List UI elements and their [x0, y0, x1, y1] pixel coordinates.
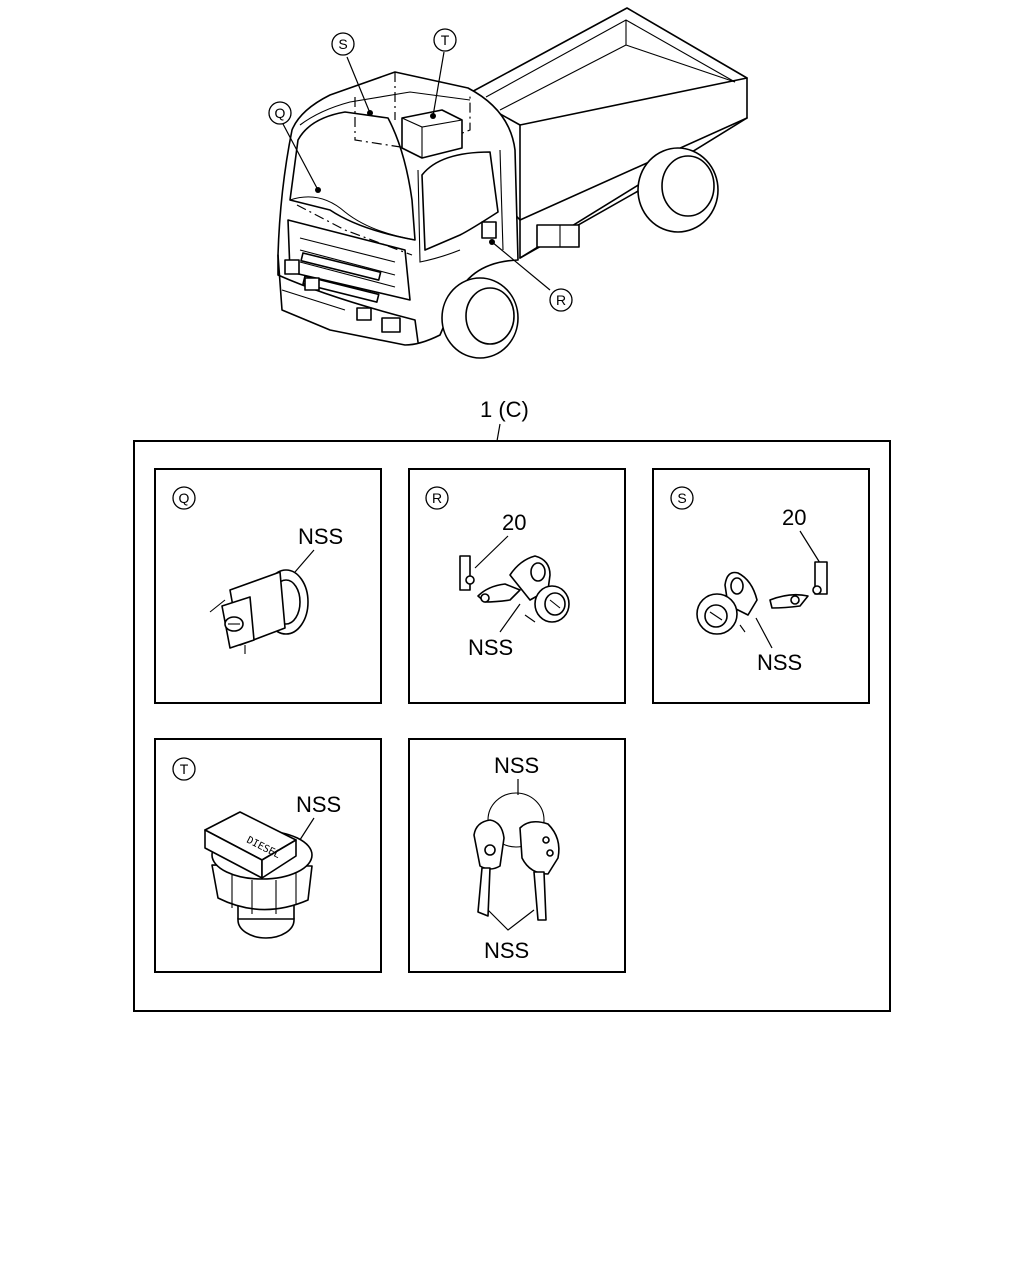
callout-r: R: [549, 288, 573, 312]
panel-q-nss-label: NSS: [298, 524, 343, 549]
svg-text:S: S: [677, 490, 686, 506]
panel-keys-ring-label: NSS: [494, 753, 539, 778]
panel-r: R 20 NSS: [408, 468, 626, 704]
callout-t: T: [433, 28, 457, 52]
svg-text:R: R: [432, 490, 442, 506]
svg-text:Q: Q: [179, 490, 190, 506]
truck-illustration: [277, 7, 748, 359]
panel-keys: NSS NSS: [408, 738, 626, 973]
fuel-cap-icon: DIESEL: [204, 811, 313, 939]
panel-r-nss-label: NSS: [468, 635, 513, 660]
panel-r-part-number: 20: [502, 510, 526, 535]
panel-s-part-number: 20: [782, 505, 806, 530]
callout-s: S: [331, 32, 355, 56]
ignition-switch-icon: [209, 569, 309, 654]
panel-t-nss-label: NSS: [296, 792, 341, 817]
assembly-box: [133, 440, 891, 1012]
svg-text:S: S: [338, 36, 347, 52]
panel-keys-nss-label: NSS: [484, 938, 529, 963]
svg-text:Q: Q: [275, 105, 286, 121]
assembly-label: 1 (C): [480, 397, 529, 422]
panel-s-nss-label: NSS: [757, 650, 802, 675]
panel-q: Q NSS: [154, 468, 382, 704]
door-lock-cylinder-icon: [459, 555, 570, 623]
panel-t: T NSS DIESEL: [154, 738, 382, 973]
key-set-icon: [473, 792, 560, 921]
svg-text:T: T: [180, 761, 189, 777]
panel-s: S 20 NSS: [652, 468, 870, 704]
svg-text:R: R: [556, 292, 566, 308]
door-lock-cylinder-icon-s: [696, 561, 828, 635]
callout-q: Q: [268, 101, 292, 125]
svg-text:T: T: [441, 32, 450, 48]
